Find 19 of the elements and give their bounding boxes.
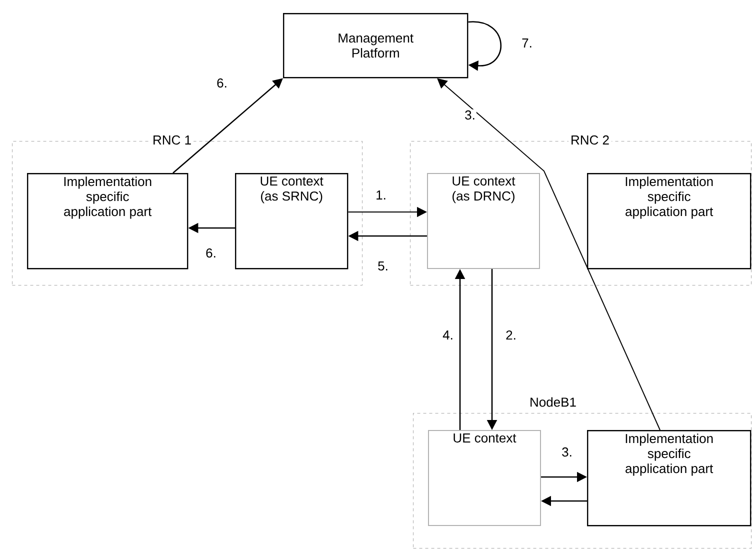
process-box: Management Platform [283,13,468,78]
edge-label: 5. [376,260,390,272]
process-box: Implementation specific application part [587,430,752,526]
process-box: Implementation specific application part [587,173,752,270]
edge-label: 6. [216,77,228,89]
edge-label: 1. [374,190,388,200]
edge-label: 3. [560,446,574,458]
edge-label: 4. [442,330,454,340]
edge-label: 7. [520,38,534,48]
process-box: Implementation specific application part [27,173,188,270]
process-box: UE context (as DRNC) [427,173,540,269]
edge-label: 3. [464,109,476,121]
process-box: UE context (as SRNC) [235,173,348,270]
arrow [468,21,502,71]
arrow [437,78,660,430]
process-box: UE context [428,430,541,526]
node-label: NodeB1 [530,397,576,407]
edge-label: 6. [204,247,218,259]
edge-label: 2. [504,329,518,341]
